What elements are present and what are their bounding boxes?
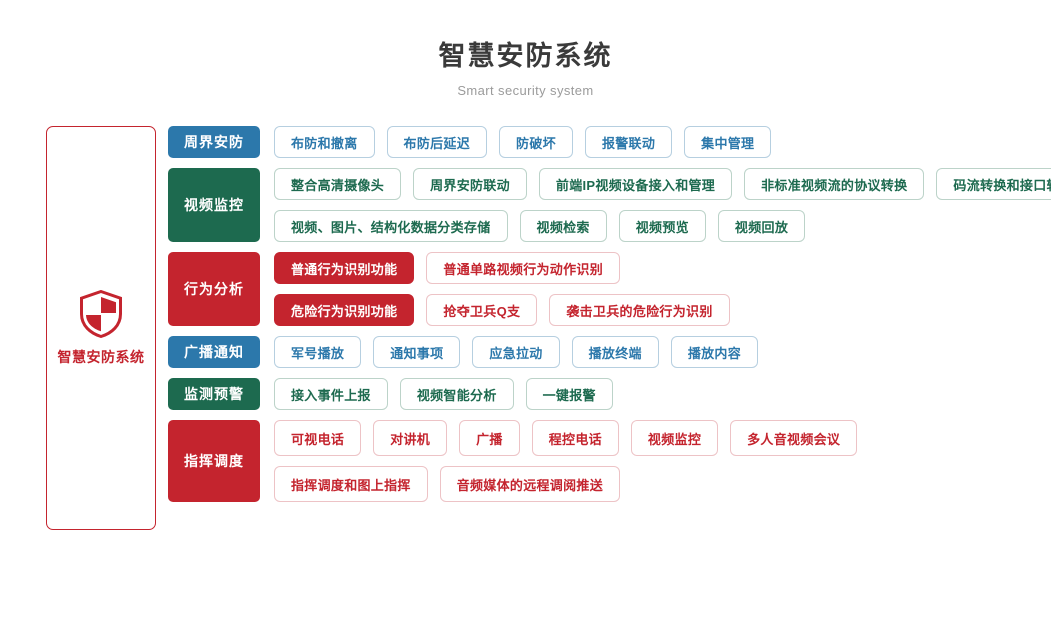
capability-button[interactable]: 播放内容 — [670, 336, 759, 368]
category-chip[interactable]: 指挥调度 — [168, 420, 260, 502]
category-items: 普通行为识别功能普通单路视频行为动作识别危险行为识别功能抢夺卫兵Q支袭击卫兵的危… — [274, 252, 1051, 326]
capability-button[interactable]: 抢夺卫兵Q支 — [426, 294, 538, 326]
capability-button[interactable]: 程控电话 — [531, 420, 619, 456]
capability-button[interactable]: 普通行为识别功能 — [274, 252, 415, 284]
capability-button[interactable]: 接入事件上报 — [274, 378, 388, 410]
capability-button[interactable]: 普通单路视频行为动作识别 — [426, 252, 621, 284]
category-items: 可视电话对讲机广播程控电话视频监控多人音视频会议指挥调度和图上指挥音频媒体的远程… — [274, 420, 1051, 502]
items-line: 视频、图片、结构化数据分类存储视频检索视频预览视频回放 — [274, 210, 1051, 242]
category-chip[interactable]: 监测预警 — [168, 378, 260, 410]
capability-button[interactable]: 周界安防联动 — [413, 168, 527, 200]
capability-button[interactable]: 防破坏 — [499, 126, 573, 158]
capability-button[interactable]: 音频媒体的远程调阅推送 — [439, 466, 621, 502]
capability-button[interactable]: 视频监控 — [630, 420, 719, 456]
items-line: 普通行为识别功能普通单路视频行为动作识别 — [274, 252, 1051, 284]
items-line: 指挥调度和图上指挥音频媒体的远程调阅推送 — [274, 466, 1051, 502]
capability-button[interactable]: 播放终端 — [571, 336, 659, 368]
capability-button[interactable]: 整合高清摄像头 — [274, 168, 402, 200]
brand-panel: 智慧安防系统 — [46, 126, 156, 530]
capability-button[interactable]: 视频回放 — [717, 210, 806, 242]
category-items: 整合高清摄像头周界安防联动前端IP视频设备接入和管理非标准视频流的协议转换码流转… — [274, 168, 1051, 242]
category-chip[interactable]: 广播通知 — [168, 336, 260, 368]
category-row: 指挥调度可视电话对讲机广播程控电话视频监控多人音视频会议指挥调度和图上指挥音频媒… — [168, 420, 1051, 502]
capability-button[interactable]: 袭击卫兵的危险行为识别 — [549, 294, 730, 326]
capability-board: 智慧安防系统 周界安防布防和撤离布防后延迟防破坏报警联动集中管理视频监控整合高清… — [0, 126, 1051, 530]
items-line: 布防和撤离布防后延迟防破坏报警联动集中管理 — [274, 126, 1051, 158]
capability-button[interactable]: 布防和撤离 — [274, 126, 375, 158]
category-items: 布防和撤离布防后延迟防破坏报警联动集中管理 — [274, 126, 1051, 158]
items-line: 可视电话对讲机广播程控电话视频监控多人音视频会议 — [274, 420, 1051, 456]
capability-button[interactable]: 报警联动 — [584, 126, 673, 158]
page-subtitle: Smart security system — [457, 83, 594, 98]
capability-button[interactable]: 码流转换和接口转换 — [936, 168, 1051, 200]
page-header: 智慧安防系统 Smart security system — [0, 0, 1051, 100]
capability-button[interactable]: 视频智能分析 — [399, 378, 514, 410]
page-title: 智慧安防系统 — [438, 41, 613, 71]
brand-label: 智慧安防系统 — [57, 348, 145, 365]
category-row: 视频监控整合高清摄像头周界安防联动前端IP视频设备接入和管理非标准视频流的协议转… — [168, 168, 1051, 242]
capability-button[interactable]: 视频预览 — [618, 210, 706, 242]
capability-button[interactable]: 应急拉动 — [472, 336, 560, 368]
capability-button[interactable]: 视频、图片、结构化数据分类存储 — [274, 210, 508, 242]
capability-button[interactable]: 通知事项 — [373, 336, 461, 368]
category-chip[interactable]: 视频监控 — [168, 168, 260, 242]
capability-button[interactable]: 危险行为识别功能 — [274, 294, 415, 326]
category-row: 周界安防布防和撤离布防后延迟防破坏报警联动集中管理 — [168, 126, 1051, 158]
category-chip[interactable]: 周界安防 — [168, 126, 260, 158]
capability-button[interactable]: 对讲机 — [373, 420, 448, 456]
capability-button[interactable]: 布防后延迟 — [386, 126, 488, 158]
category-items: 接入事件上报视频智能分析一键报警 — [274, 378, 1051, 410]
items-line: 危险行为识别功能抢夺卫兵Q支袭击卫兵的危险行为识别 — [274, 294, 1051, 326]
capability-button[interactable]: 指挥调度和图上指挥 — [274, 466, 428, 502]
shield-icon — [79, 289, 123, 338]
capability-button[interactable]: 可视电话 — [274, 420, 362, 456]
capability-button[interactable]: 一键报警 — [525, 378, 613, 410]
items-line: 军号播放通知事项应急拉动播放终端播放内容 — [274, 336, 1051, 368]
items-line: 整合高清摄像头周界安防联动前端IP视频设备接入和管理非标准视频流的协议转换码流转… — [274, 168, 1051, 200]
capability-button[interactable]: 军号播放 — [274, 336, 362, 368]
capability-button[interactable]: 前端IP视频设备接入和管理 — [538, 168, 733, 200]
capability-button[interactable]: 集中管理 — [684, 126, 772, 158]
category-row: 广播通知军号播放通知事项应急拉动播放终端播放内容 — [168, 336, 1051, 368]
capability-button[interactable]: 广播 — [459, 420, 520, 456]
capability-button[interactable]: 多人音视频会议 — [730, 420, 858, 456]
capability-button[interactable]: 视频检索 — [519, 210, 607, 242]
category-items: 军号播放通知事项应急拉动播放终端播放内容 — [274, 336, 1051, 368]
category-row: 行为分析普通行为识别功能普通单路视频行为动作识别危险行为识别功能抢夺卫兵Q支袭击… — [168, 252, 1051, 326]
category-row: 监测预警接入事件上报视频智能分析一键报警 — [168, 378, 1051, 410]
items-line: 接入事件上报视频智能分析一键报警 — [274, 378, 1051, 410]
capability-button[interactable]: 非标准视频流的协议转换 — [744, 168, 925, 200]
category-chip[interactable]: 行为分析 — [168, 252, 260, 326]
category-rows: 周界安防布防和撤离布防后延迟防破坏报警联动集中管理视频监控整合高清摄像头周界安防… — [168, 126, 1051, 502]
